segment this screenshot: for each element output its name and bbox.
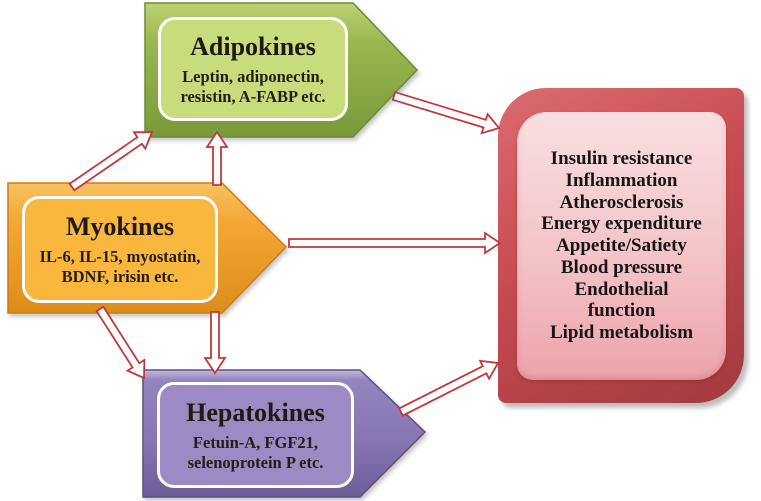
arrow-myokines-to-adipokines-vertical-icon: [205, 130, 229, 186]
hepatokines-details: Fetuin-A, FGF21, selenoprotein P etc.: [187, 432, 324, 472]
outcome-line: Appetite/Satiety: [556, 235, 687, 257]
arrow-myokines-to-hepatokines-diagonal-icon: [95, 305, 146, 380]
outcome-line: function: [587, 300, 656, 322]
hepatokines-title: Hepatokines: [186, 397, 325, 427]
outcome-line: Inflammation: [565, 169, 678, 191]
arrow-myokines-to-outcomes-icon: [288, 231, 502, 255]
myokines-title: Myokines: [65, 212, 175, 241]
adipokines-details: Leptin, adiponectin, resistin, A-FABP et…: [180, 66, 326, 106]
hepatokines-box: Hepatokines Fetuin-A, FGF21, selenoprote…: [157, 382, 354, 488]
outcome-line: Endothelial: [574, 278, 669, 300]
outcome-line: Insulin resistance: [550, 147, 693, 169]
adipokines-box: Adipokines Leptin, adiponectin, resistin…: [158, 17, 348, 121]
outcome-line: Blood pressure: [560, 256, 683, 278]
outcome-line: Lipid metabolism: [549, 322, 694, 344]
arrow-myokines-to-hepatokines-vertical-icon: [203, 311, 227, 375]
outcome-line: Energy expenditure: [541, 213, 702, 235]
myokines-box: Myokines IL-6, IL-15, myostatin, BDNF, i…: [22, 196, 218, 303]
adipokines-title: Adipokines: [190, 31, 316, 61]
myokines-details: IL-6, IL-15, myostatin, BDNF, irisin etc…: [39, 247, 201, 286]
outcome-line: Atherosclerosis: [559, 191, 684, 213]
